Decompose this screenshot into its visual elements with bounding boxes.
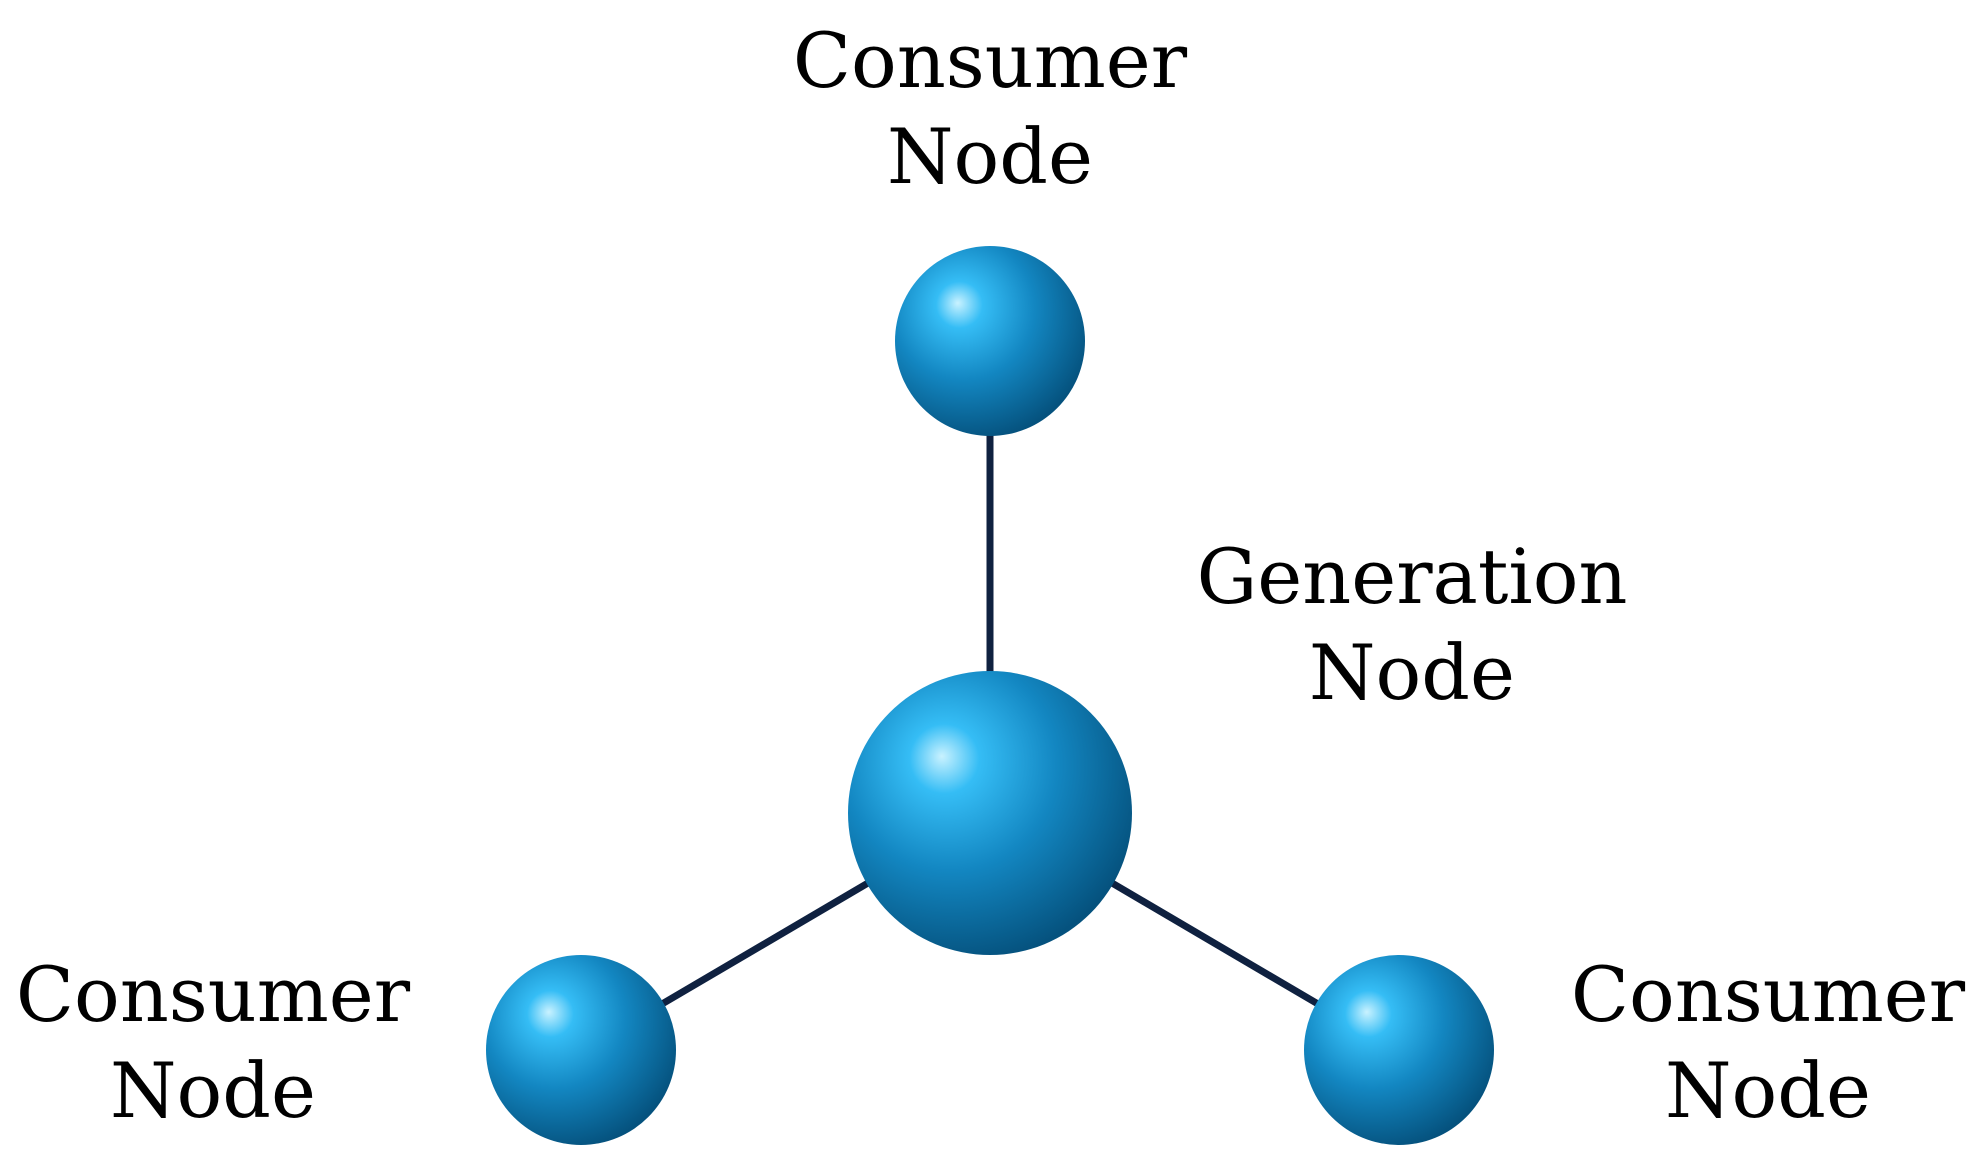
consumer-node-top-label-line1: Consumer (793, 16, 1188, 105)
consumer-node-top-sphere (895, 246, 1085, 436)
generation-node-sphere (848, 671, 1132, 955)
consumer-node-left-sphere (486, 955, 676, 1145)
consumer-node-right-label: Consumer Node (1571, 950, 1966, 1135)
consumer-node-right-label-line1: Consumer (1571, 950, 1966, 1039)
consumer-node-top-label: Consumer Node (793, 16, 1188, 201)
consumer-node-right-label-line2: Node (1665, 1046, 1871, 1135)
consumer-node-left-label-line1: Consumer (16, 950, 411, 1039)
generation-node-label-line2: Node (1309, 628, 1515, 717)
consumer-node-top-label-line2: Node (887, 112, 1093, 201)
consumer-node-left-label-line2: Node (110, 1046, 316, 1135)
edge-center-left (660, 879, 870, 1008)
generation-node-label-line1: Generation (1197, 532, 1628, 621)
edge-center-right (1110, 879, 1320, 1008)
consumer-node-left-label: Consumer Node (16, 950, 411, 1135)
consumer-node-right-sphere (1304, 955, 1494, 1145)
generation-node-label: Generation Node (1197, 532, 1628, 717)
